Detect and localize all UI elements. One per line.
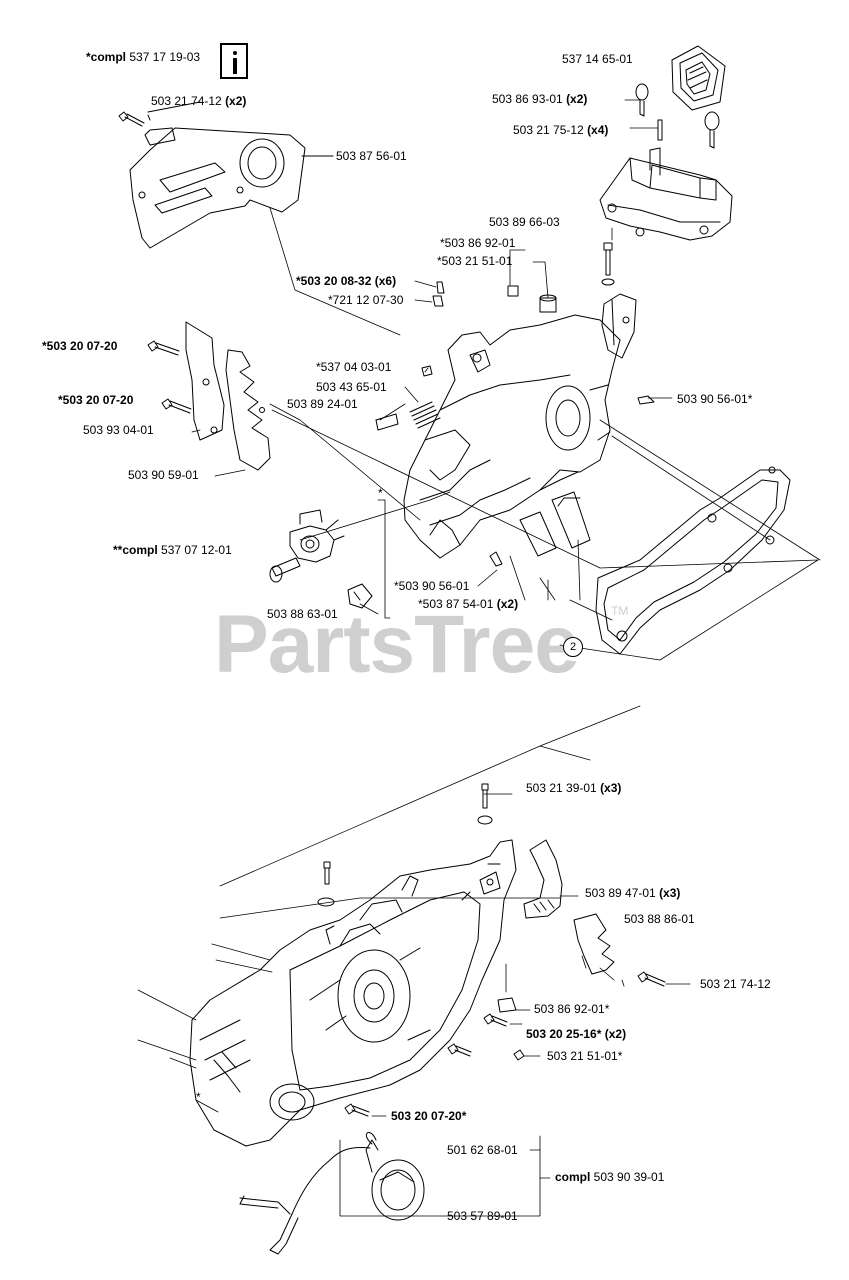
gasket-part [595, 466, 791, 655]
part-label: *503 21 51-01 [437, 254, 513, 268]
part-number: 503 89 47-01 [585, 886, 660, 900]
reference-number: 2 [563, 637, 583, 657]
screw-part [317, 783, 493, 907]
clip-part [375, 413, 399, 431]
part-compl: **compl [113, 543, 162, 557]
watermark-tm: TM [611, 604, 629, 618]
part-qty: (x3) [600, 781, 622, 795]
part-label: 503 90 59-01 [128, 468, 199, 482]
chain-catcher-part [523, 839, 563, 919]
bolt-part [421, 365, 655, 567]
part-label: 503 88 86-01 [624, 912, 695, 926]
part-label: *537 04 03-01 [316, 360, 392, 374]
screw-part [344, 971, 666, 1117]
screw-part [601, 242, 615, 286]
part-label: 503 21 39-01 (x3) [526, 781, 621, 795]
part-label: 503 93 04-01 [83, 423, 154, 437]
part-qty: (x2) [566, 92, 588, 106]
part-number: *503 87 54-01 [418, 597, 497, 611]
part-label: 503 87 56-01 [336, 149, 407, 163]
spike-part [225, 349, 271, 471]
part-label: 503 89 66-03 [489, 215, 560, 229]
part-label: 503 20 25-16* (x2) [526, 1027, 627, 1041]
part-label: 503 88 63-01 [267, 607, 338, 621]
part-number: 537 07 12-01 [161, 543, 232, 557]
tensioner-part [269, 509, 345, 583]
clutch-cover-part [189, 839, 517, 1147]
pin-part [432, 281, 557, 313]
filter-part [671, 45, 726, 111]
part-number: 503 21 39-01 [526, 781, 601, 795]
guard-plate-part [129, 127, 306, 249]
part-number: 503 21 74-12 [151, 94, 226, 108]
bolt-part [635, 83, 720, 149]
part-qty: (x4) [587, 123, 609, 137]
part-label: 503 21 51-01* [547, 1049, 623, 1063]
part-label: *503 20 08-32 (x6) [296, 274, 397, 288]
mount-part [601, 293, 637, 359]
part-label: **compl 537 07 12-01 [113, 543, 232, 557]
part-qty: (x3) [659, 886, 681, 900]
crankcase-part [403, 314, 621, 559]
part-label: 503 21 74-12 [700, 977, 771, 991]
part-label: 501 62 68-01 [447, 1143, 518, 1157]
compl-label-text: *compl 537 17 19-03 [86, 50, 201, 64]
bracket-part [599, 147, 733, 241]
nut-part [347, 583, 373, 609]
part-label: 503 21 74-12 (x2) [151, 94, 246, 108]
watermark: PartsTree [214, 599, 580, 690]
part-qty: (x2) [496, 597, 519, 611]
part-label: *503 20 07-20 [58, 393, 134, 407]
part-label: *721 12 07-30 [328, 293, 404, 307]
spring-part [409, 401, 441, 429]
leader-lines [137, 705, 691, 1217]
part-label: *503 90 56-01 [394, 579, 470, 593]
part-label: 503 89 24-01 [287, 397, 358, 411]
part-number: 503 86 93-01 [492, 92, 567, 106]
part-label: *503 86 92-01 [440, 236, 516, 250]
screw-part [118, 111, 145, 127]
chain-guard-part [185, 321, 225, 441]
part-label: 503 90 56-01* [677, 392, 753, 406]
part-label: 537 14 65-01 [562, 52, 633, 66]
part-label: compl 503 90 39-01 [555, 1170, 664, 1184]
part-compl: compl 503 90 39-01 [555, 1170, 665, 1184]
asterisk-mark: * [196, 1090, 201, 1104]
part-label: 503 20 07-20* [391, 1109, 467, 1123]
part-label: 503 57 89-01 [447, 1209, 518, 1223]
screw-part [147, 340, 192, 414]
part-label: 503 86 92-01* [534, 1002, 610, 1016]
compl-label: *compl 537 17 19-03 [86, 50, 200, 64]
part-label: 503 86 93-01 (x2) [492, 92, 587, 106]
part-label: 503 21 75-12 (x4) [513, 123, 608, 137]
part-label: *503 87 54-01 (x2) [418, 597, 518, 611]
part-label: 503 89 47-01 (x3) [585, 886, 680, 900]
part-label: *503 20 07-20 [42, 339, 118, 353]
leader-lines [191, 99, 821, 661]
part-number: 503 21 75-12 [513, 123, 588, 137]
part-qty: (x2) [225, 94, 247, 108]
part-label: 503 43 65-01 [316, 380, 387, 394]
asterisk-mark: * [378, 486, 383, 500]
spike-part [573, 913, 615, 975]
oil-cap-part [239, 1131, 425, 1255]
info-icon [220, 43, 248, 79]
